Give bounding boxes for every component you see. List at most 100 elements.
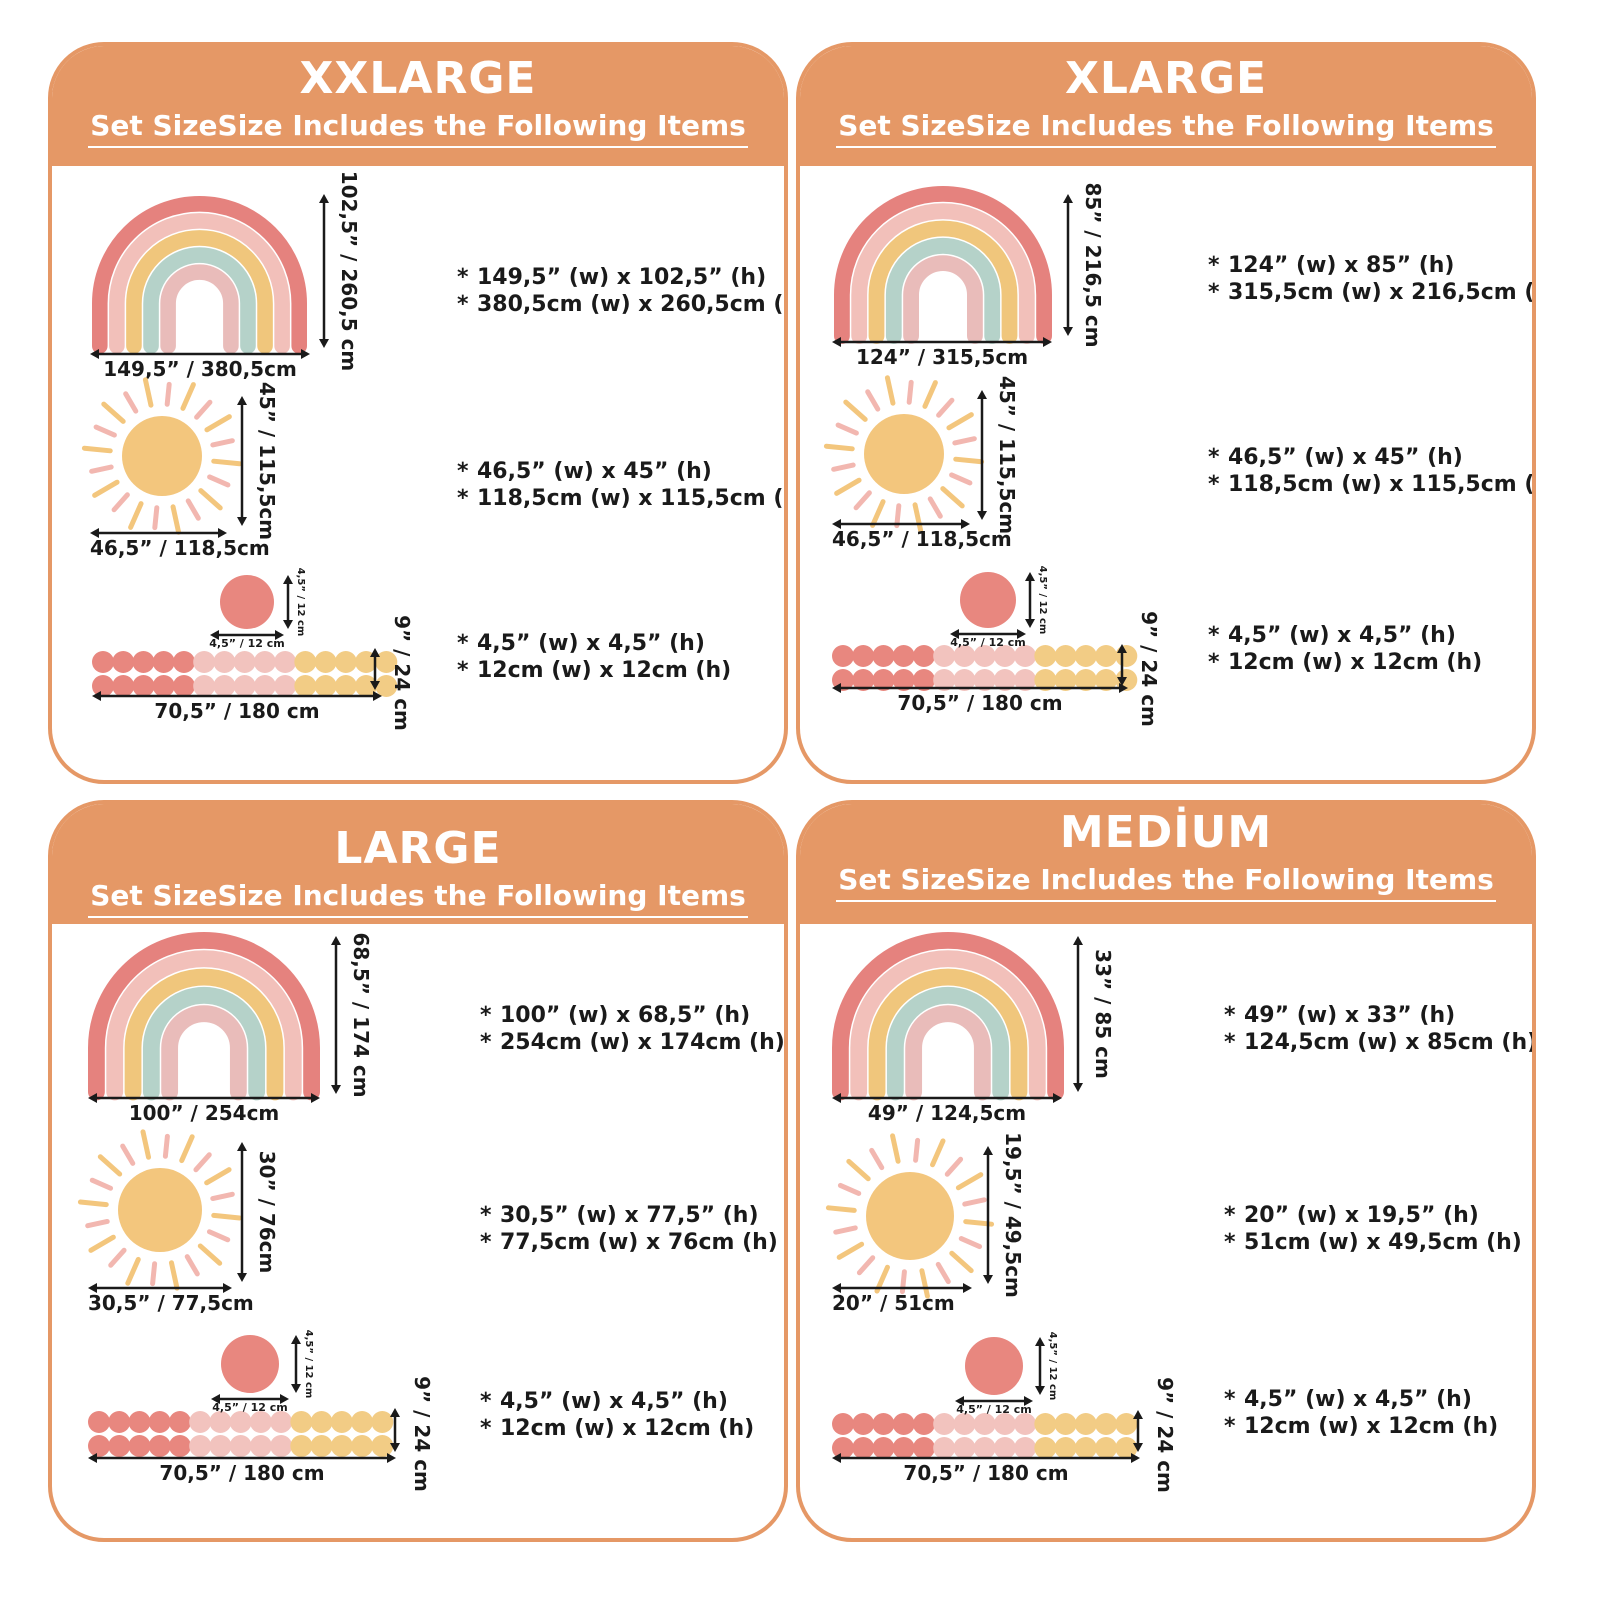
dot [351,1435,374,1457]
card-subtitle: Set SizeSize Includes the Following Item… [88,108,748,148]
dot [229,1435,252,1457]
sun-ray [93,424,117,438]
dot [233,651,256,673]
dot [274,675,297,697]
card-subtitle: Set SizeSize Includes the Following Item… [836,108,1496,148]
dot [973,669,996,691]
dot [290,1435,313,1457]
single-dot [960,572,1016,628]
sun-ray [906,379,914,405]
bullet-icon: * [1224,1230,1236,1255]
rainbow-band [143,247,256,354]
dots-height-arrow [1117,644,1127,686]
rainbow-width-arrow [832,337,1052,347]
dot [832,1437,854,1459]
dot [933,669,956,691]
dot [294,651,317,673]
spec-line: *4,5” (w) x 4,5” (h) [480,1388,754,1415]
dots-width-arrow [832,683,1128,693]
dot [351,1411,374,1433]
rainbow-band [851,203,1035,344]
spec-item: *46,5” (w) x 45” (h)*118,5cm (w) x 115,5… [457,458,784,512]
dot [233,675,256,697]
single-dot [965,1337,1023,1395]
dots-width-label: 70,5” / 180 cm [154,699,319,723]
sun-ray [101,401,126,424]
sun-ray [919,1268,930,1299]
dot [872,645,895,667]
spec-text: 254cm (w) x 174cm (h) [500,1030,785,1055]
dot [274,651,297,673]
dot [1074,669,1097,691]
dot [88,1435,110,1457]
dot [933,645,956,667]
dot [872,1437,895,1459]
spec-item: *49” (w) x 33” (h)*124,5cm (w) x 85cm (h… [1224,1002,1536,1056]
dots-width-label: 70,5” / 180 cm [159,1461,324,1485]
spec-item: *30,5” (w) x 77,5” (h)*77,5cm (w) x 76cm… [480,1202,778,1256]
dot [933,1437,956,1459]
sun-ray [168,1260,180,1291]
sun-width-label: 30,5” / 77,5cm [88,1291,254,1315]
single-dot-height-arrow [283,575,293,629]
rainbow-height-arrow [1073,936,1083,1092]
dot [193,651,216,673]
dot [852,1413,875,1435]
sun-ray [211,458,243,467]
sun-width-arrow [88,1283,232,1293]
sun-width-arrow [832,1283,972,1293]
sun-ray [930,1138,946,1168]
sun-ray [123,391,139,414]
sun-height-arrow [977,390,987,520]
rainbow-height-arrow [319,194,329,348]
sun-ray [162,1133,170,1159]
sun-width-arrow [832,519,970,529]
single-dot [220,575,274,629]
sun-ray [913,1137,921,1163]
bullet-icon: * [1208,280,1220,305]
rainbow-illustration [92,196,307,354]
sun-ray [97,1154,123,1177]
single-dot-height-label: 4,5” / 12 cm [1037,566,1048,635]
rainbow-band [92,196,307,354]
dot [172,651,195,673]
sun-ray [152,505,160,531]
dot [213,651,236,673]
sun-ray [108,1247,127,1268]
spec-line: *149,5” (w) x 102,5” (h) [457,264,784,291]
sun-height-arrow [237,396,247,526]
sun-ray [870,499,886,528]
sun-ray [944,1156,964,1177]
sun-ray [955,1172,984,1191]
sun-ray [81,445,113,454]
sun-ray [88,1234,116,1253]
sun-ray [150,1261,158,1287]
rainbow-band [903,255,983,344]
sun-ray [204,414,232,433]
dot [172,675,195,697]
sun-ray [140,1129,152,1160]
spec-text: 20” (w) x 19,5” (h) [1244,1203,1479,1228]
rainbow-band [868,968,1028,1101]
dot [1034,1413,1057,1435]
dots-height-label: 9” / 24 cm [1153,1377,1177,1493]
dot [148,1411,171,1433]
dot [892,669,915,691]
rainbow-illustration [88,932,320,1101]
sun-disc [118,1168,202,1252]
sun-width-arrow [90,528,227,538]
bullet-icon: * [1224,1387,1236,1412]
spec-list: *124” (w) x 85” (h)*315,5cm (w) x 216,5c… [800,46,1532,780]
sun-height-label: 45” / 115,5cm [255,382,279,540]
dot [189,1411,212,1433]
spec-text: 124,5cm (w) x 85cm (h) [1244,1030,1536,1055]
dot [1054,1437,1077,1459]
rainbow-width-arrow [88,1093,320,1103]
sun-height-label: 19,5” / 49,5cm [1001,1132,1025,1298]
card-title: MEDİUM [1059,807,1273,858]
